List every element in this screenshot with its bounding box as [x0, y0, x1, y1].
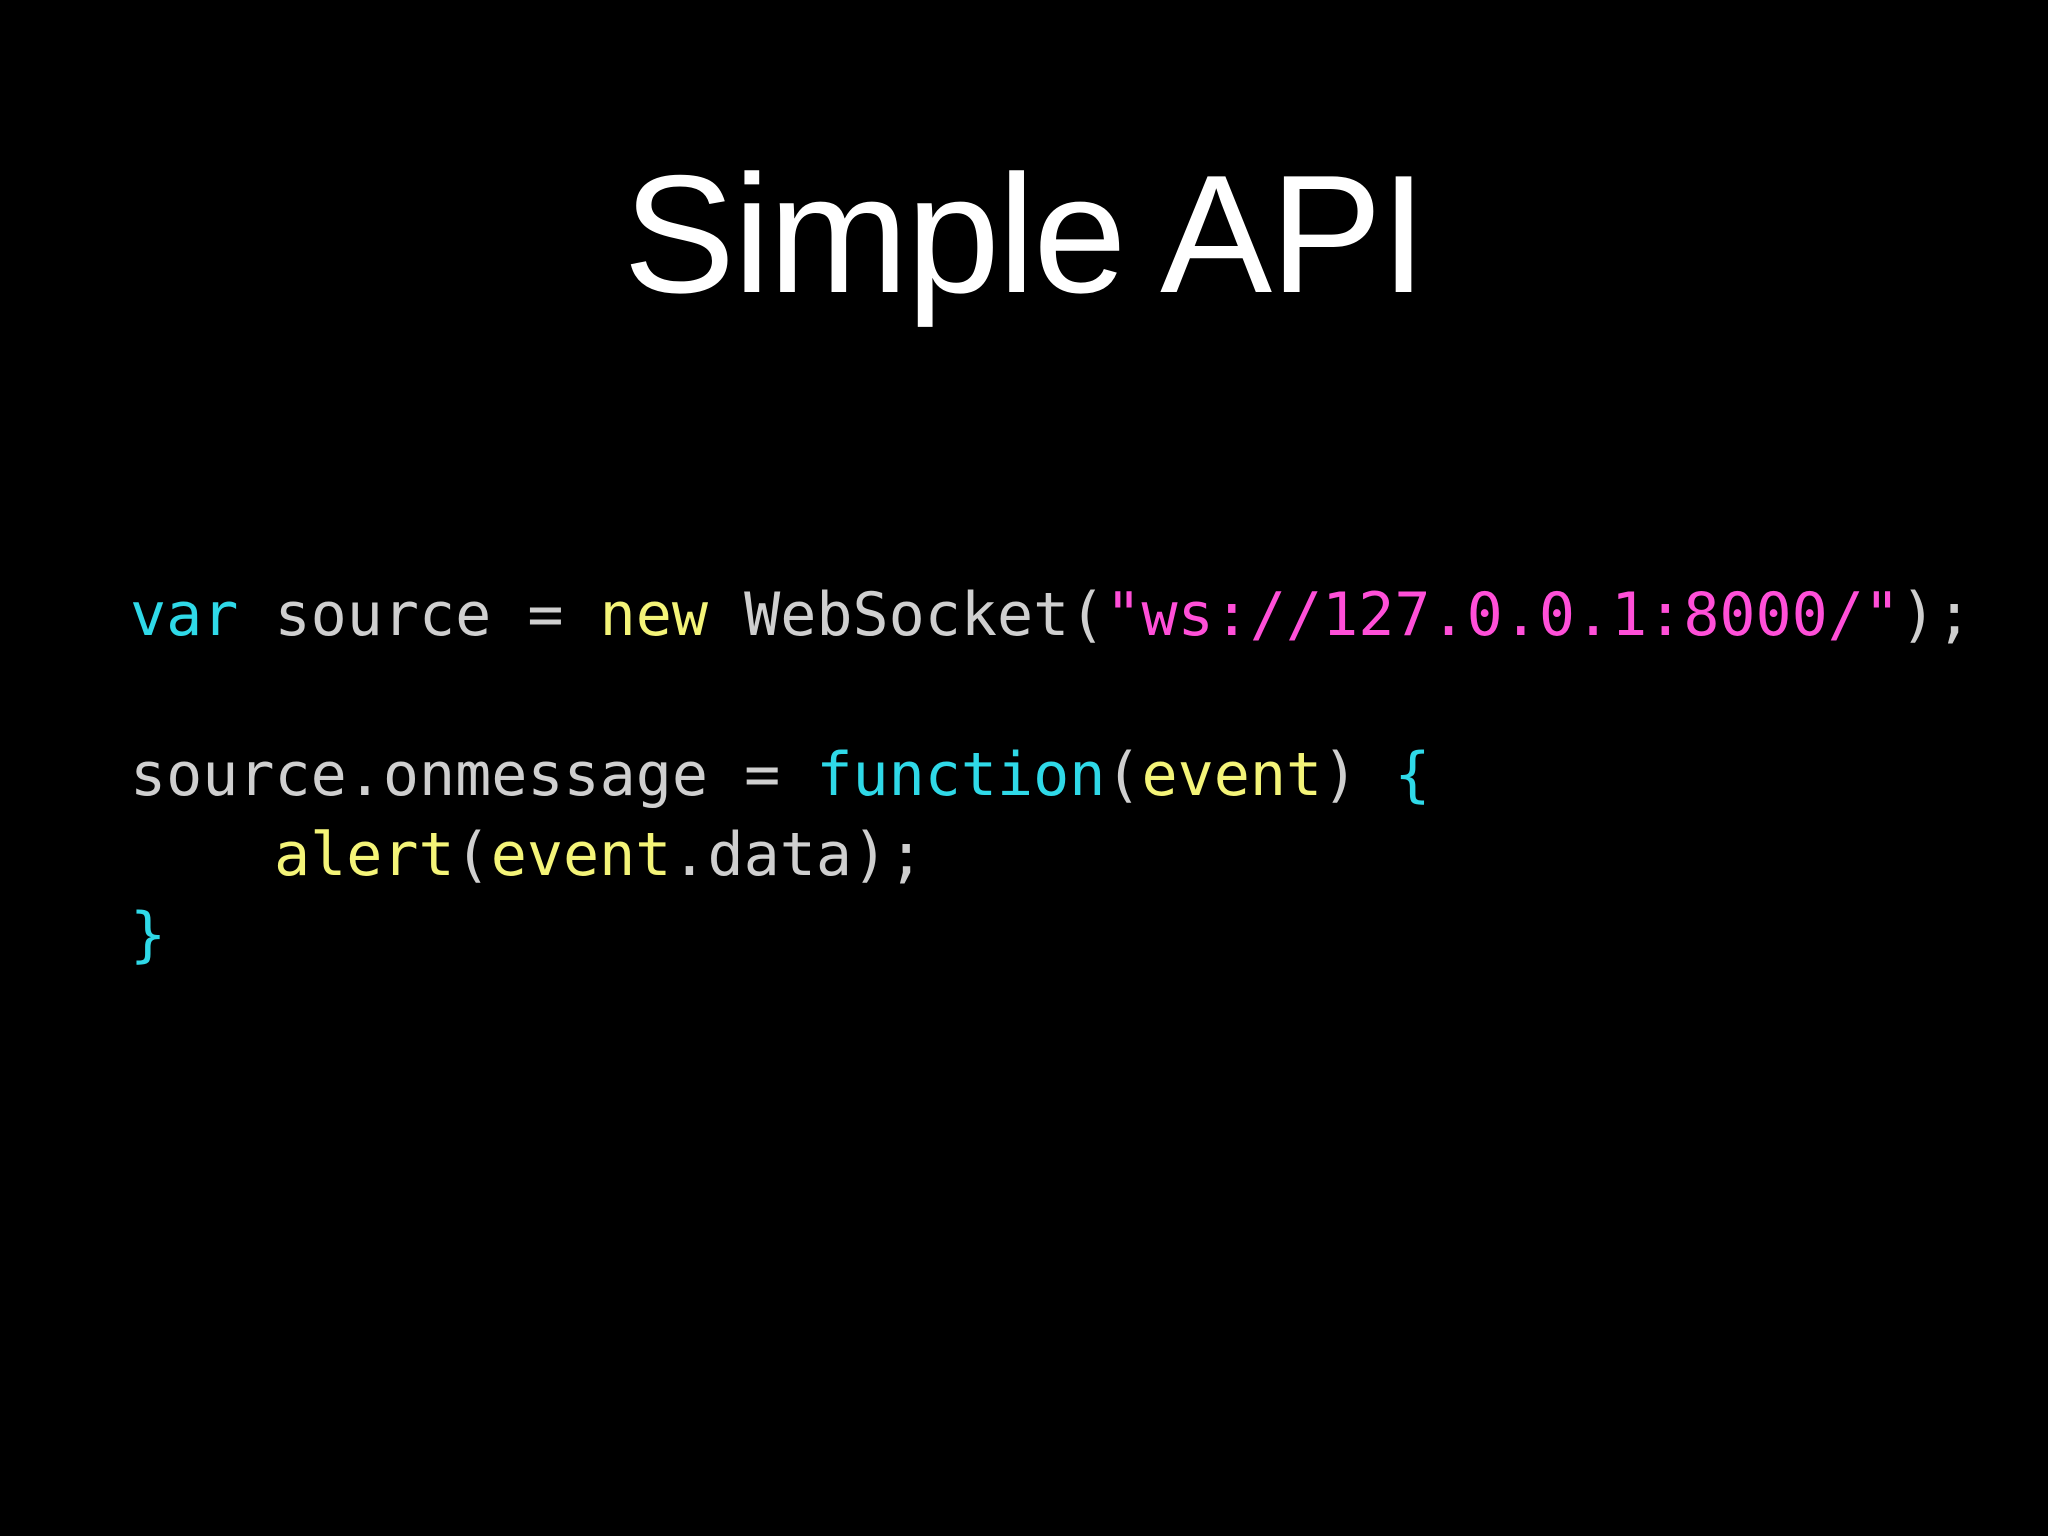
- slide-title: Simple API: [623, 140, 1427, 328]
- string-literal: "ws://127.0.0.1:8000/": [1105, 580, 1901, 650]
- code-block: var source = new WebSocket("ws://127.0.0…: [130, 575, 2010, 975]
- code-text: );: [1900, 580, 1973, 650]
- open-brace: {: [1394, 740, 1431, 810]
- close-brace: }: [130, 900, 167, 970]
- keyword-function: function: [816, 740, 1106, 810]
- code-text: ): [1322, 740, 1395, 810]
- keyword-new: new: [599, 580, 708, 650]
- func-alert: alert: [274, 820, 455, 890]
- var-event: event: [490, 820, 672, 890]
- code-text: source =: [238, 580, 600, 650]
- code-text: WebSocket(: [707, 580, 1106, 650]
- code-line-1: var source = new WebSocket("ws://127.0.0…: [130, 575, 2010, 655]
- keyword-var: var: [130, 580, 239, 650]
- code-line-4: }: [130, 895, 2010, 975]
- code-text: (: [454, 820, 491, 890]
- code-line-2: source.onmessage = function(event) {: [130, 735, 2010, 815]
- code-blank-line: [130, 655, 2010, 735]
- code-text: source.onmessage =: [130, 740, 817, 810]
- code-text: (: [1105, 740, 1142, 810]
- param-event: event: [1141, 740, 1323, 810]
- code-text: .data);: [671, 820, 925, 890]
- code-line-3: alert(event.data);: [130, 815, 2010, 895]
